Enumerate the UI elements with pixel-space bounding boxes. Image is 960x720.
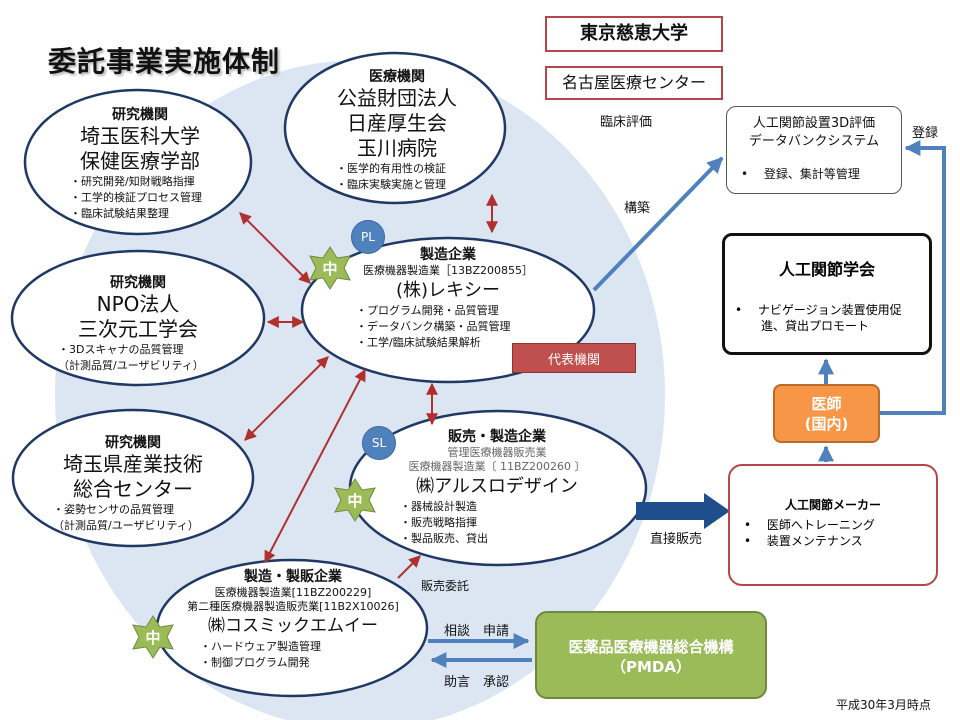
org-item: ・工学的検証プロセス管理: [70, 191, 202, 204]
org-license: 医療機器製造業［13BZ200855］: [362, 264, 534, 277]
databank-title-2: データバンクシステム: [748, 134, 880, 149]
org-item: ・器械設計製造: [400, 500, 477, 513]
arrow-cosmic-lexi: [264, 368, 366, 564]
pmda-box: 医薬品医療機器総合機構 （PMDA）: [535, 611, 767, 699]
org-arslo: 販売・製造企業 管理医療機器販売業 医療機器製造業〔 11BZ200260 〕 …: [390, 426, 604, 547]
ellipse-npo: [10, 249, 266, 387]
advice-label: 助言 承認: [444, 675, 510, 690]
org-name-2: 三次元工学会: [78, 317, 198, 341]
maker-title: 人工関節メーカー: [784, 498, 881, 512]
doctor-line-1: 医師: [811, 395, 842, 413]
chu-badge-cosmic: 中: [145, 629, 161, 647]
org-item: ・臨床試験結果整理: [70, 207, 169, 220]
page-title: 委託事業実施体制: [48, 45, 281, 78]
org-type: 販売・製造企業: [448, 429, 546, 445]
org-name-2: 総合センター: [73, 477, 193, 501]
maker-box: 人工関節メーカー • 医師へトレーニング • 装置メンテナンス: [728, 464, 938, 586]
org-type: 研究機関: [112, 107, 168, 123]
org-name-2: 保健医療学部: [80, 149, 200, 173]
databank-item: • 登録、集計等管理: [741, 167, 860, 181]
org-name-1: 埼玉医科大学: [80, 124, 200, 148]
arrow-saitama-med-lexi: [239, 212, 311, 284]
org-saitama-ind: 研究機関 埼玉県産業技術 総合センター ・姿勢センサの品質管理 （計測品質/ユー…: [53, 432, 213, 534]
org-type: 製造企業: [420, 247, 476, 263]
society-box: 人工関節学会 • ナビゲージョン装置使用促 進、貸出プロモート: [722, 233, 932, 355]
org-item: ・工学/臨床試験結果解析: [356, 336, 481, 349]
org-type: 製造・製販企業: [244, 569, 342, 585]
org-name-1: 公益財団法人: [337, 86, 457, 110]
chu-badge-arslo: 中: [347, 492, 363, 510]
univ-nagoya-box: 名古屋医療センター: [545, 66, 723, 100]
org-item: ・販売戦略指揮: [400, 516, 477, 529]
chu-badge-lexi: 中: [322, 260, 338, 278]
arrow-cosmic-arslo: [397, 555, 421, 579]
org-license-1: 医療機器製造業[11BZ200229]: [214, 586, 372, 599]
pmda-line-2: （PMDA）: [611, 658, 691, 676]
org-type: 研究機関: [105, 435, 161, 451]
org-name-2: 日産厚生会: [347, 111, 447, 135]
org-item: ・制御プログラム開発: [200, 656, 310, 669]
doctor-line-2: (国内): [804, 415, 849, 433]
maker-item-1: • 医師へトレーニング: [744, 518, 875, 532]
org-type: 研究機関: [110, 275, 166, 291]
arrow-direct-sales: [636, 493, 730, 529]
eval-label: 臨床評価: [600, 115, 653, 130]
ellipse-saitama-med: [23, 88, 253, 236]
direct-sales-label: 直接販売: [650, 532, 703, 547]
consult-label: 相談 申請: [444, 624, 510, 639]
org-type: 医療機関: [369, 69, 425, 85]
register-label: 登録: [912, 126, 939, 141]
sl-badge: SL: [362, 426, 396, 460]
ellipse-saitama-ind: [11, 408, 255, 548]
date-note: 平成30年3月時点: [836, 698, 931, 712]
org-npo: 研究機関 NPO法人 三次元工学会 ・3Dスキャナの品質管理 （計測品質/ユーザ…: [58, 272, 218, 374]
databank-box: 人工関節設置3D評価 データバンクシステム • 登録、集計等管理: [726, 106, 902, 194]
org-item: ・臨床実験実施と管理: [336, 178, 446, 191]
doctor-box: 医師 (国内): [773, 384, 880, 443]
org-name-3: 玉川病院: [357, 136, 437, 160]
univ-tokyo-box: 東京慈恵大学: [545, 16, 723, 52]
org-lexi: 製造企業 医療機器製造業［13BZ200855］ (株)レキシー ・プログラム開…: [350, 244, 546, 351]
org-item: （計測品質/ユーザビリティ）: [53, 519, 199, 532]
arrow-doctor-databank: [880, 140, 946, 415]
society-item-2: 進、貸出プロモート: [761, 319, 870, 333]
arrow-lexi-databank: [592, 156, 724, 292]
society-item-1: • ナビゲージョン装置使用促: [735, 303, 902, 317]
org-item: ・姿勢センサの品質管理: [53, 503, 174, 516]
org-name: ㈱コスミックエムイー: [208, 616, 378, 636]
society-title: 人工関節学会: [778, 260, 875, 279]
org-name-1: 埼玉県産業技術: [63, 452, 203, 476]
org-cosmic: 製造・製販企業 医療機器製造業[11BZ200229] 第二種医療機器製造販売業…: [170, 566, 416, 671]
org-license-1: 管理医療機器販売業: [447, 446, 547, 459]
org-item: ・医学的有用性の検証: [336, 162, 446, 175]
org-item: ・3Dスキャナの品質管理: [58, 343, 184, 356]
databank-title-1: 人工関節設置3D評価: [752, 116, 876, 131]
representative-badge: 代表機関: [512, 343, 636, 373]
pmda-line-1: 医薬品医療機器総合機構: [568, 638, 734, 656]
org-name: (株)レキシー: [395, 280, 501, 301]
org-item: ・プログラム開発・品質管理: [356, 304, 499, 317]
org-item: ・製品販売、貸出: [400, 532, 488, 545]
org-item: ・研究開発/知財戦略指揮: [70, 175, 195, 188]
ellipse-medical: [283, 51, 507, 205]
org-license-2: 第二種医療機器製造販売業[11B2X10026]: [187, 600, 399, 613]
build-label: 構築: [624, 201, 651, 216]
org-name-1: NPO法人: [96, 292, 180, 316]
org-saitama-med: 研究機関 埼玉医科大学 保健医療学部 ・研究開発/知財戦略指揮 ・工学的検証プロ…: [60, 104, 220, 222]
org-item: （計測品質/ユーザビリティ）: [58, 359, 204, 372]
star-lexi: [309, 246, 351, 290]
org-item: ・ハードウェア製造管理: [200, 640, 321, 653]
org-item: ・データバンク構築・品質管理: [356, 320, 511, 333]
org-medical: 医療機関 公益財団法人 日産厚生会 玉川病院 ・医学的有用性の検証 ・臨床実験実…: [330, 66, 464, 193]
star-cosmic: [132, 615, 174, 659]
star-arslo: [334, 478, 376, 522]
org-license-2: 医療機器製造業〔 11BZ200260 〕: [408, 460, 586, 473]
consign-label: 販売委託: [421, 579, 470, 593]
maker-item-2: • 装置メンテナンス: [744, 534, 863, 548]
org-name: ㈱アルスロデザイン: [416, 476, 578, 497]
pl-badge: PL: [351, 220, 385, 254]
